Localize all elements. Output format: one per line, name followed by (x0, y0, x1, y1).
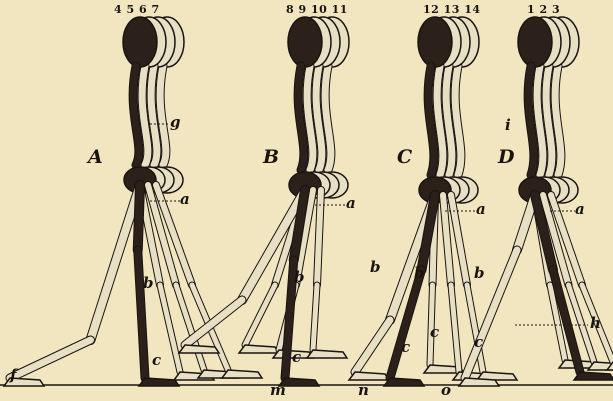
pos4-leg-foot-0 (459, 378, 499, 386)
label-b4: b (414, 266, 425, 281)
label-c2: c (292, 350, 301, 365)
label-b3: b (370, 260, 381, 275)
caption-c: C (397, 148, 412, 167)
pos1-back-foot-2 (222, 370, 262, 378)
label-f: f (10, 368, 16, 383)
caption-a: A (88, 148, 103, 167)
pos2-torso-top-0 (288, 17, 322, 67)
label-a2: a (346, 196, 356, 211)
ground-mark-m: m (270, 383, 286, 398)
pos2-back-foot-2 (307, 350, 347, 358)
pos1-torso-top-0 (123, 17, 157, 67)
pos4-torso-top-0 (518, 17, 552, 67)
label-c5: c (474, 335, 483, 350)
label-a4: a (575, 202, 585, 217)
pos2-back-foot-0 (239, 345, 279, 353)
pos3-leg-foot-0 (349, 372, 389, 380)
frame-numbers-d: 1 2 3 (527, 4, 560, 15)
label-a1: a (180, 192, 190, 207)
pos3-torso-top-0 (418, 17, 452, 67)
pos3-leg-foot-1 (384, 378, 424, 386)
label-i: i (505, 118, 511, 133)
pos2-leg-foot-0 (179, 345, 219, 353)
caption-d: D (498, 148, 514, 167)
frame-numbers-b: 8 9 10 11 (286, 4, 348, 15)
label-g: g (170, 115, 181, 130)
ground-mark-o: o (441, 383, 451, 398)
caption-b: B (263, 148, 279, 167)
pos3-leg-shin-0 (355, 320, 390, 372)
label-c4: c (430, 325, 439, 340)
frame-numbers-a: 4 5 6 7 (114, 4, 160, 15)
pos1-leg-shin-0 (10, 340, 91, 378)
label-b5: b (474, 266, 485, 281)
label-c3: c (401, 340, 410, 355)
pos1-leg-shin-1 (138, 250, 145, 378)
label-a3: a (476, 202, 486, 217)
pos1-leg-thigh-1 (138, 185, 140, 250)
ground-mark-n: n (358, 383, 369, 398)
pos1-leg-foot-1 (139, 378, 179, 386)
pos2-back-thigh-2 (317, 190, 321, 285)
frame-numbers-c: 12 13 14 (423, 4, 481, 15)
label-c1: c (152, 353, 161, 368)
pos4-leg-foot-1 (574, 372, 613, 380)
pos1-leg-thigh-0 (91, 185, 141, 340)
label-h: h (590, 316, 601, 331)
label-b1: b (143, 276, 154, 291)
label-b2: b (294, 270, 305, 285)
